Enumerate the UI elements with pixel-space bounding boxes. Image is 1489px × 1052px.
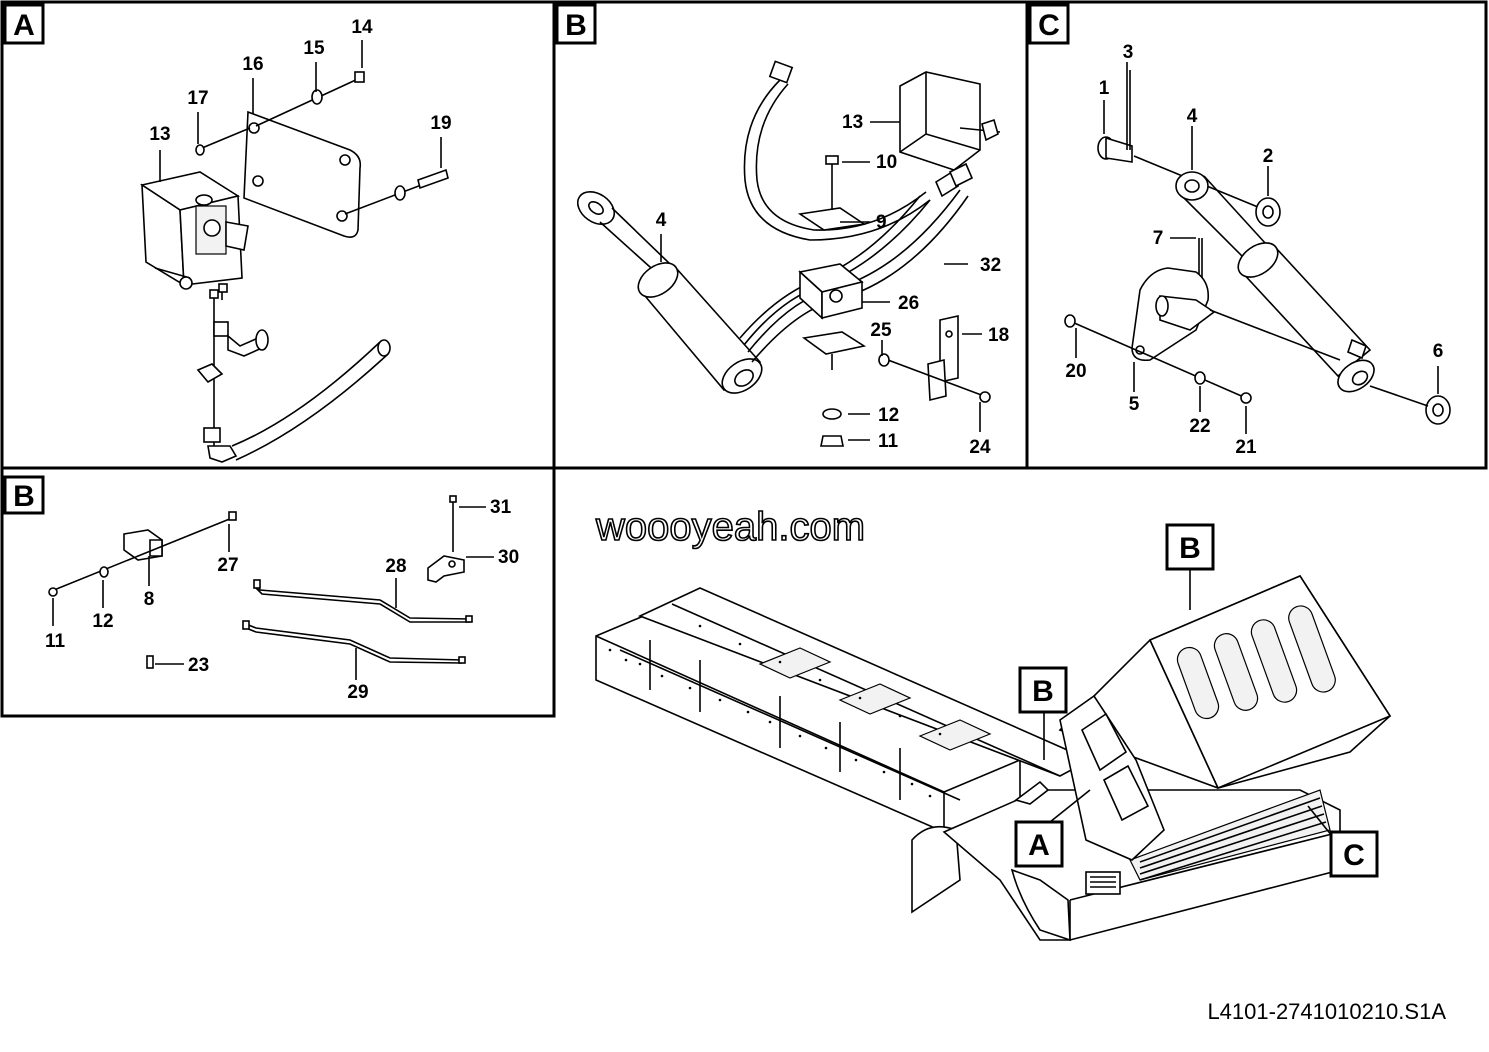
callout-10: 10 — [876, 152, 897, 173]
callout-19: 19 — [430, 113, 451, 134]
panel-a-badge: A — [3, 3, 45, 45]
callout-b27: 27 — [217, 555, 238, 576]
callout-b30: 30 — [498, 547, 519, 568]
panel-b-bottom-letter: B — [13, 480, 35, 513]
panel-c-badge: C — [1028, 3, 1070, 45]
panel-a-letter: A — [13, 9, 35, 42]
callout-32: 32 — [980, 255, 1001, 276]
callout-26: 26 — [898, 293, 919, 314]
overview-marker-c: C — [1343, 839, 1365, 872]
panel-a-drawing — [139, 40, 449, 463]
panel-c-drawing — [1064, 62, 1451, 434]
callout-18: 18 — [988, 325, 1009, 346]
overview-marker-a: A — [1028, 829, 1050, 862]
callout-c22: 22 — [1189, 416, 1210, 437]
callout-b28: 28 — [385, 556, 406, 577]
callout-17: 17 — [187, 88, 208, 109]
callout-15: 15 — [303, 38, 325, 59]
panel-b-top-callouts: 4 9 10 11 12 13 18 24 25 26 32 — [656, 112, 1009, 458]
callout-b12: 12 — [92, 611, 113, 632]
panel-c-callouts: 1 2 3 4 5 6 7 20 21 22 — [1065, 42, 1443, 458]
callout-b23: 23 — [188, 655, 209, 676]
callout-c7: 7 — [1153, 228, 1164, 249]
panel-c-letter: C — [1038, 9, 1060, 42]
panel-a-callouts: 13 14 15 16 17 19 — [149, 17, 451, 145]
callout-9: 9 — [876, 212, 887, 233]
callout-14: 14 — [351, 17, 373, 38]
callout-b31: 31 — [490, 497, 512, 518]
callout-c5: 5 — [1129, 394, 1140, 415]
panel-b-bottom-callouts: 8 11 12 23 27 28 29 30 31 — [45, 497, 519, 703]
panel-b-bottom-drawing — [48, 495, 494, 680]
callout-16: 16 — [242, 54, 263, 75]
panel-b-top-badge: B — [555, 3, 597, 45]
callout-c6: 6 — [1433, 341, 1444, 362]
callout-13: 13 — [149, 124, 170, 145]
panel-b-top-drawing — [576, 60, 1001, 447]
machine-overview: B B A C — [595, 523, 1392, 942]
callout-c21: 21 — [1235, 437, 1257, 458]
callout-c4: 4 — [1187, 106, 1198, 127]
overview-marker-b-body: B — [1179, 532, 1201, 565]
callout-11: 11 — [878, 431, 899, 452]
callout-b8: 8 — [144, 589, 155, 610]
callout-c3: 3 — [1123, 42, 1134, 63]
callout-c2: 2 — [1263, 146, 1274, 167]
watermark: woooyeah.com — [595, 505, 865, 549]
drawing-code: L4101-2741010210.S1A — [1207, 999, 1446, 1024]
callout-25: 25 — [870, 320, 892, 341]
panel-frames — [0, 0, 1488, 718]
callout-b29: 29 — [347, 682, 368, 703]
callout-c20: 20 — [1065, 361, 1086, 382]
callout-12: 12 — [878, 405, 899, 426]
callout-b11: 11 — [45, 631, 66, 652]
callout-24: 24 — [969, 437, 991, 458]
panel-b-top-letter: B — [565, 9, 587, 42]
overview-marker-b-frame: B — [1032, 675, 1054, 708]
panel-b-bottom-badge: B — [3, 475, 45, 515]
callout-c1: 1 — [1099, 78, 1110, 99]
callout-4: 4 — [656, 210, 667, 231]
callout-13b: 13 — [842, 112, 863, 133]
